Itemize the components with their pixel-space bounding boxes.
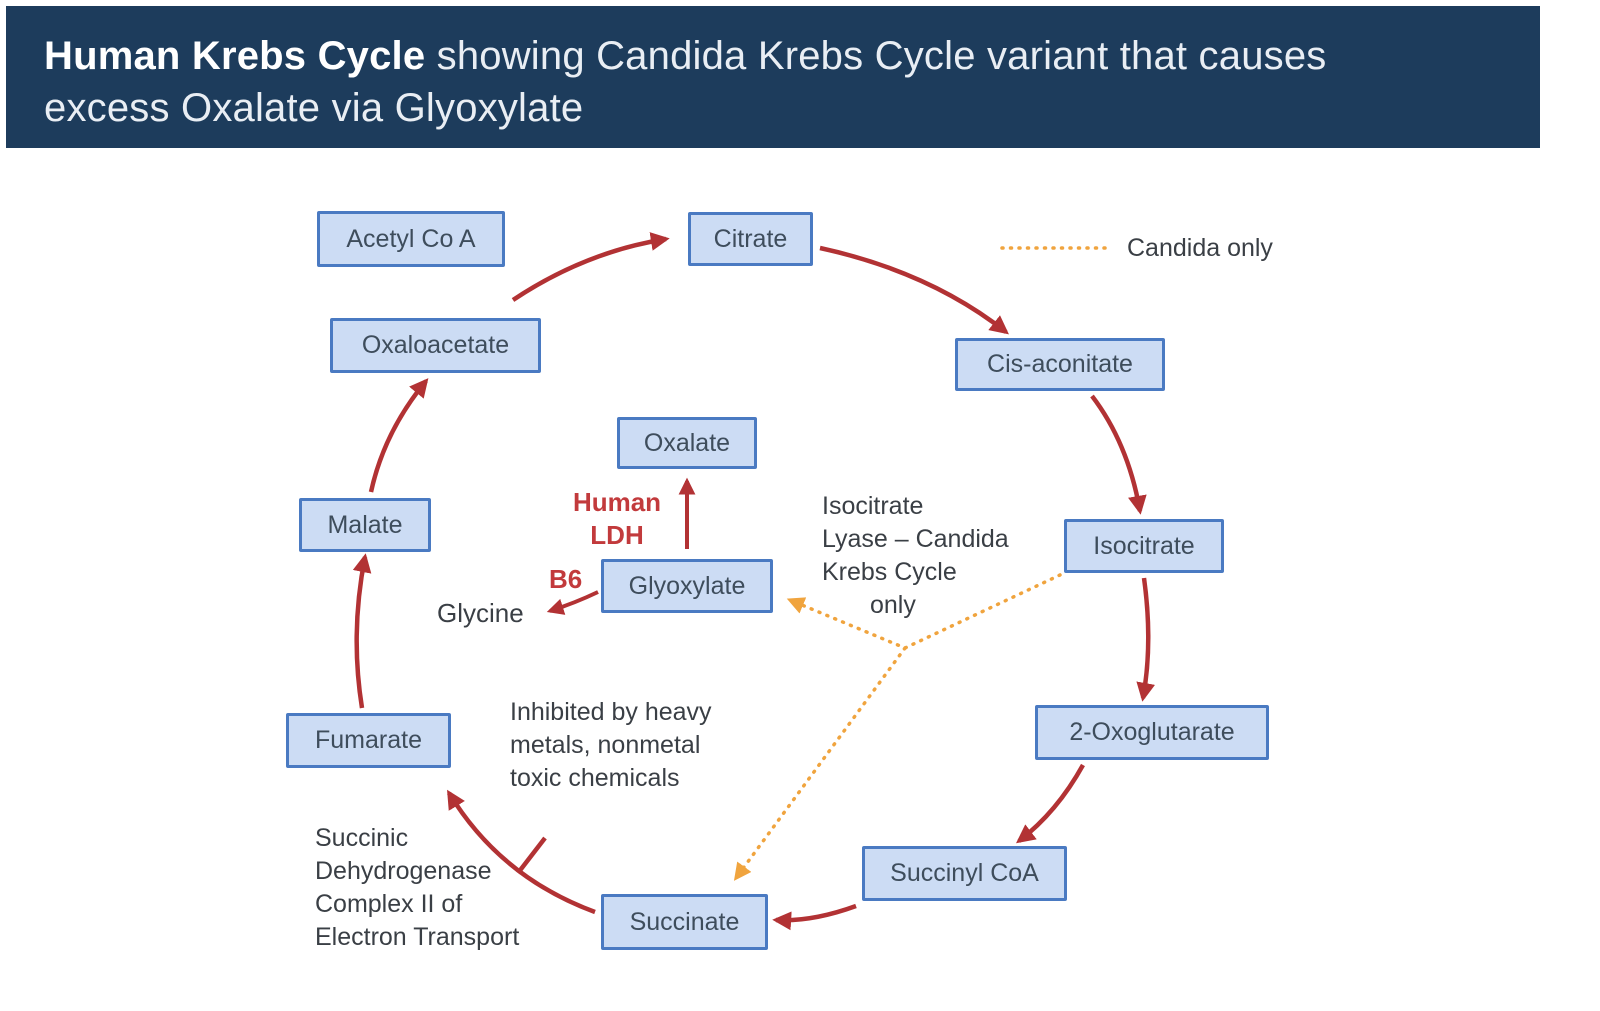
arrow-isocitrate-to-oxoglutarate: [1136, 577, 1155, 702]
node-cis-aconitate: Cis-aconitate: [955, 338, 1165, 391]
b6-label: B6: [549, 564, 583, 594]
header-banner: Human Krebs Cycle showing Candida Krebs …: [6, 6, 1540, 148]
glycine-label: Glycine: [437, 598, 524, 628]
node-acetyl-coa: Acetyl Co A: [317, 211, 505, 267]
succinic-line4: Electron Transport: [315, 923, 520, 951]
node-citrate: Citrate: [688, 212, 813, 266]
node-isocitrate: Isocitrate: [1064, 519, 1224, 573]
human-ldh-label: Human LDH: [558, 486, 676, 552]
arrow-malate-to-oxaloacetate: [368, 378, 429, 493]
isocitrate-lyase-line2: Lyase – Candida: [822, 525, 1009, 553]
node-oxalate: Oxalate: [617, 417, 757, 469]
isocitrate-lyase-line4: only: [870, 591, 916, 619]
legend-label: Candida only: [1127, 234, 1273, 262]
arrow-fumarate-to-malate: [352, 553, 372, 709]
human-ldh-line1: Human: [572, 487, 662, 517]
node-glyoxylate: Glyoxylate: [601, 559, 773, 613]
candida-arrow-to-succinate: [733, 646, 907, 881]
succinic-dehydrogenase-note: Succinic Dehydrogenase Complex II of Ele…: [315, 822, 519, 954]
node-2-oxoglutarate: 2-Oxoglutarate: [1035, 705, 1269, 760]
node-fumarate: Fumarate: [286, 713, 451, 768]
arrow-succinylcoa-to-succinate: [772, 903, 857, 931]
inhibited-line2: metals, nonmetal: [510, 731, 701, 759]
node-oxaloacetate: Oxaloacetate: [330, 318, 541, 373]
header-title-rest: showing Candida Krebs Cycle variant that…: [44, 34, 1327, 130]
node-succinate: Succinate: [601, 894, 768, 950]
arrow-oxoglutarate-to-succinylcoa: [1015, 763, 1085, 844]
succinic-line1: Succinic: [315, 824, 409, 852]
inhibited-note: Inhibited by heavy metals, nonmetal toxi…: [510, 696, 712, 795]
inhibited-line3: toxic chemicals: [510, 764, 680, 792]
isocitrate-lyase-line1: Isocitrate: [822, 492, 924, 520]
inhibited-line1: Inhibited by heavy: [510, 698, 712, 726]
inhibition-tick: [516, 836, 547, 875]
arrow-citrate-to-cisaconitate: [819, 245, 1009, 335]
succinic-line3: Complex II of: [315, 890, 463, 918]
succinic-line2: Dehydrogenase: [315, 857, 492, 885]
arrow-cisaconitate-to-isocitrate: [1090, 394, 1147, 515]
human-ldh-line2: LDH: [590, 520, 644, 550]
header-title-bold: Human Krebs Cycle: [44, 34, 426, 78]
node-succinyl-coa: Succinyl CoA: [862, 846, 1067, 901]
isocitrate-lyase-note: Isocitrate Lyase – Candida Krebs Cycle o…: [822, 490, 1009, 622]
arrow-acetyl-to-citrate: [511, 232, 670, 302]
isocitrate-lyase-line3: Krebs Cycle: [822, 558, 957, 586]
node-malate: Malate: [299, 498, 431, 552]
